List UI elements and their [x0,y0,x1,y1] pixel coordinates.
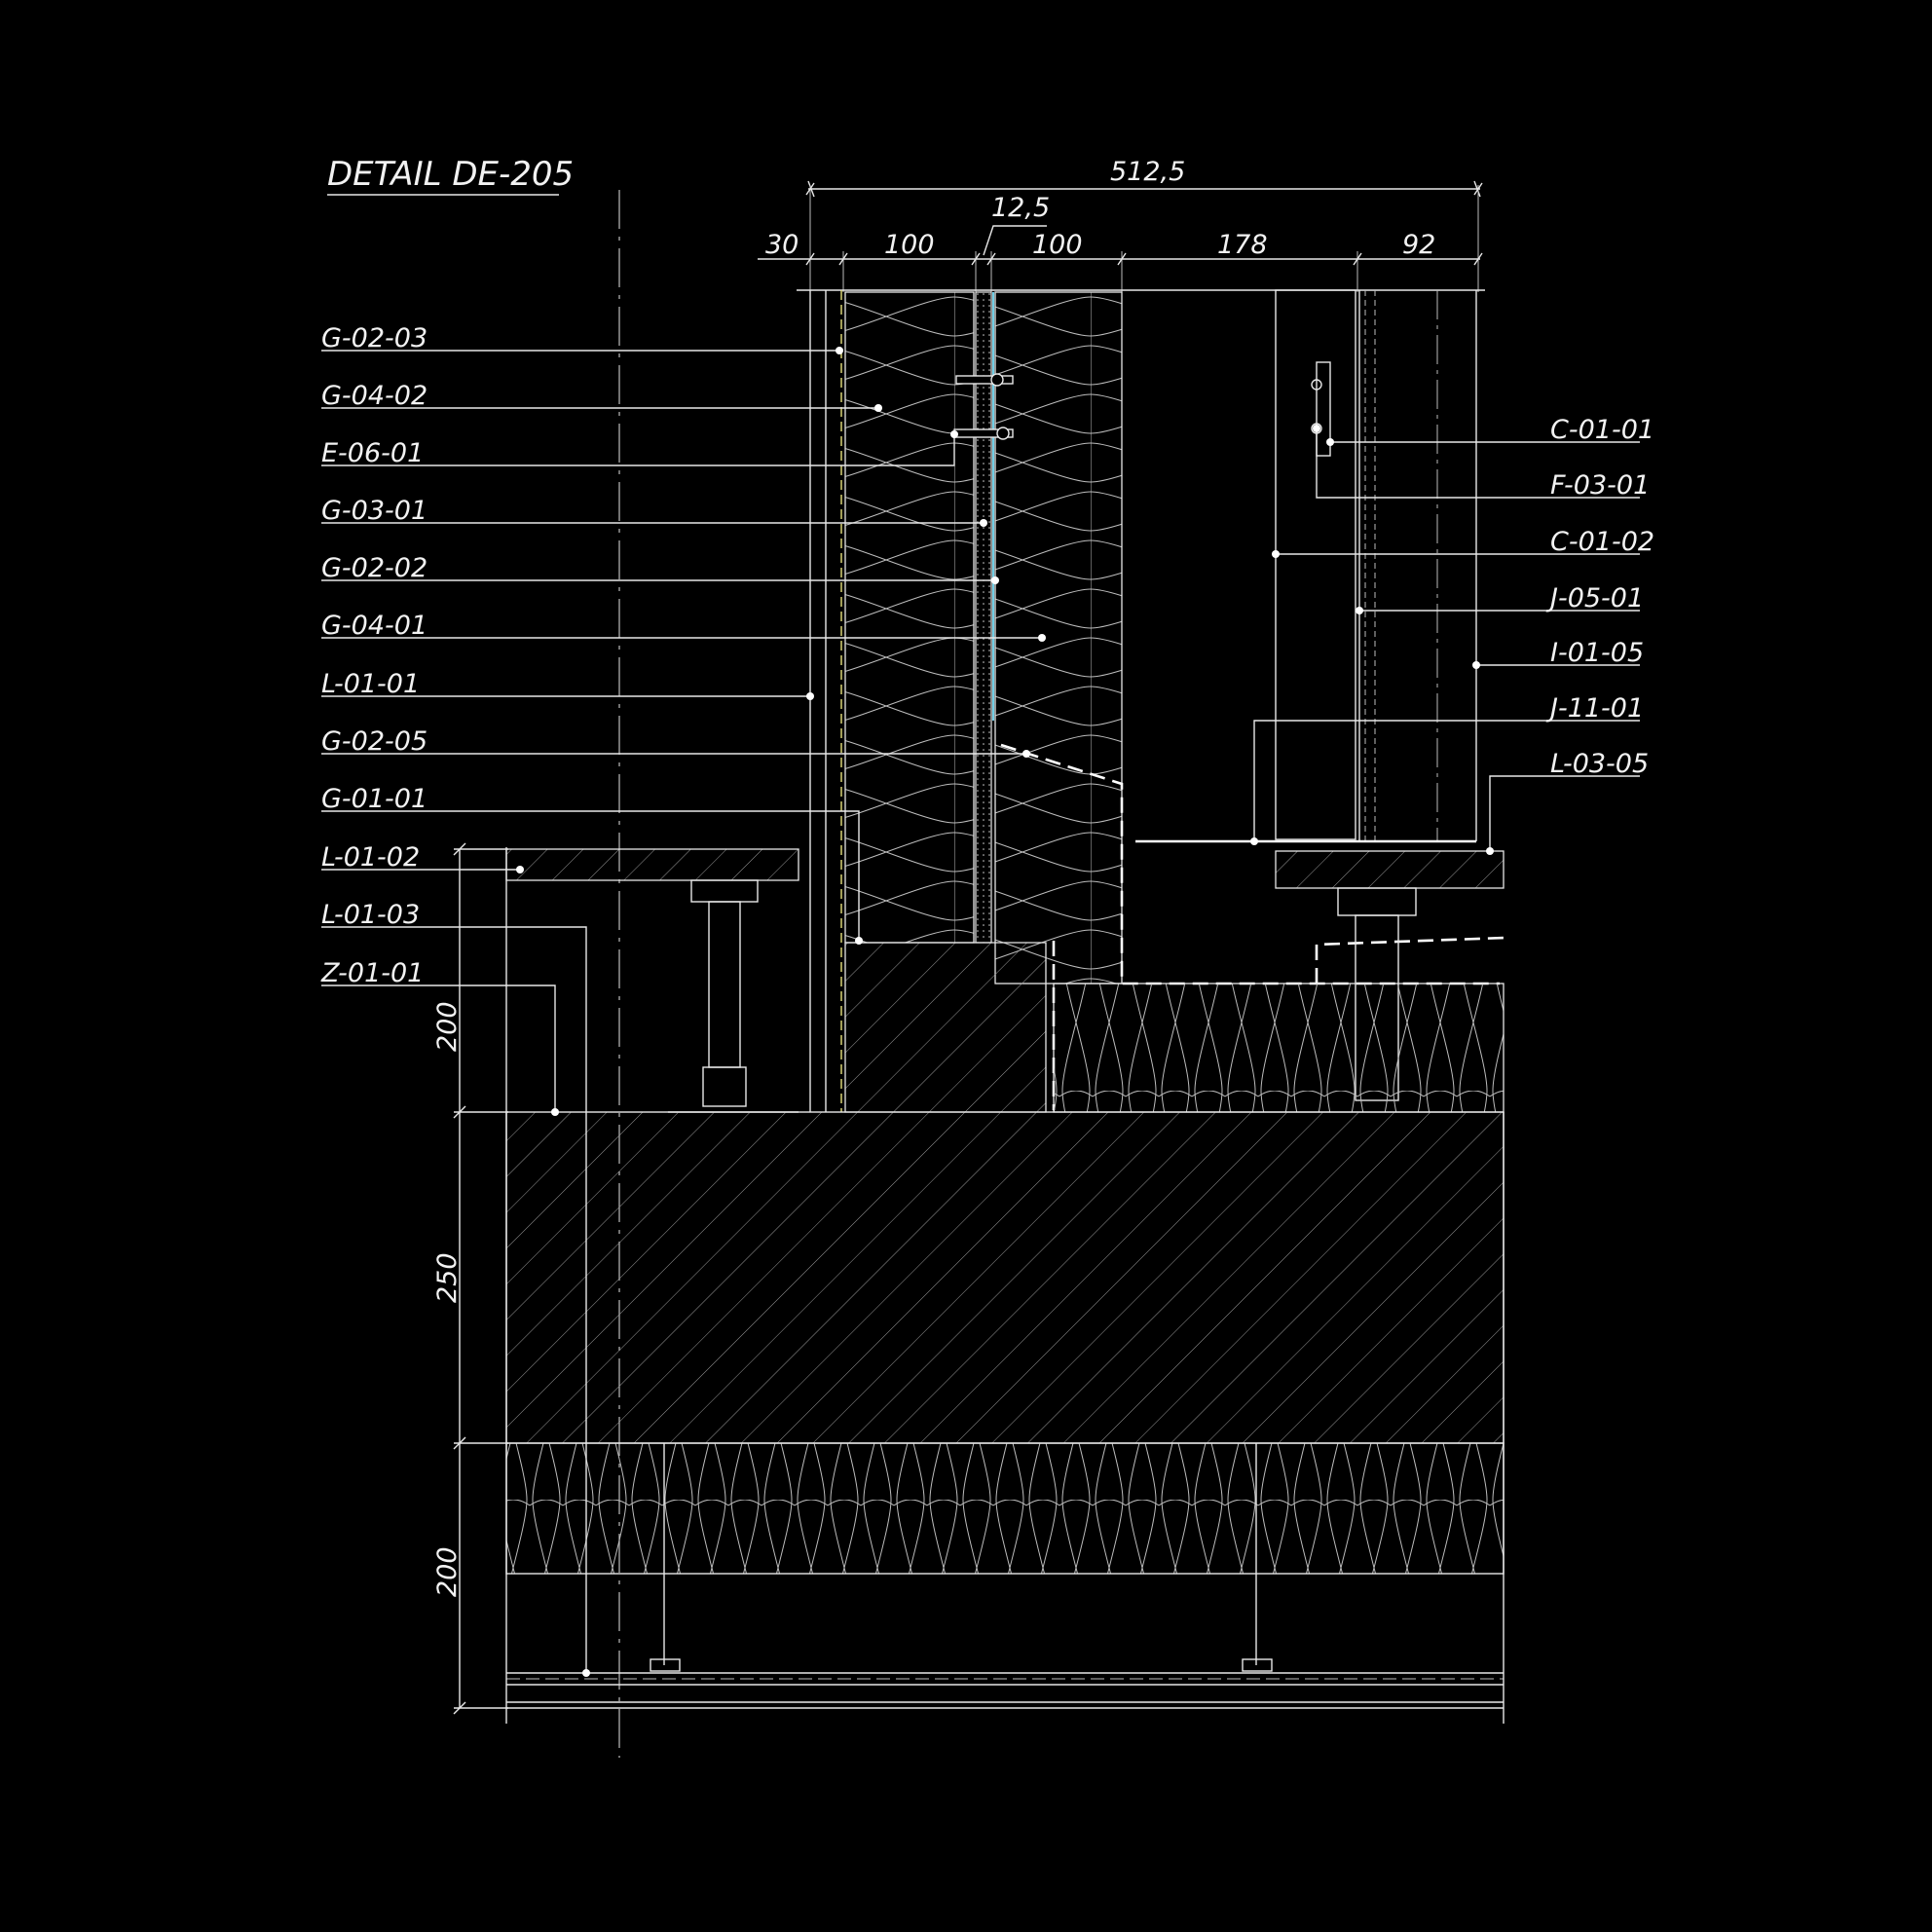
label-left-7: L-01-01 [321,669,420,699]
right-leaders [1250,425,1640,855]
dim-seg-2: 100 [884,230,935,260]
wall-insulation-inner [844,291,975,944]
label-left-11: L-01-03 [321,900,420,930]
dim-seg-5: 92 [1402,230,1435,260]
ceiling-insulation [505,1442,1505,1575]
wall-fasteners [953,373,1014,440]
detail-title: DETAIL DE-205 [327,155,574,194]
terrace-build-up [505,848,799,1113]
dim-seg-3: 100 [1032,230,1083,260]
label-left-9: G-01-01 [321,784,427,814]
dim-seg-4: 178 [1217,230,1268,260]
concrete-upstand [844,942,1047,1113]
label-left-8: G-02-05 [321,726,427,757]
label-right-4: J-05-01 [1545,583,1644,613]
label-right-5: I-01-05 [1550,638,1644,668]
suspended-ceiling [505,847,1505,1724]
left-dimension-chain [453,842,508,1715]
concrete-slab [505,1111,1505,1444]
label-left-3: E-06-01 [321,438,424,468]
label-right-3: C-01-02 [1550,527,1654,557]
label-right-6: J-11-01 [1545,693,1644,724]
floor-insulation-upper [1053,983,1505,1113]
label-left-10: L-01-02 [321,842,420,873]
label-right-2: F-03-01 [1550,470,1650,501]
label-right-1: C-01-01 [1550,415,1654,445]
label-left-5: G-02-02 [321,553,427,583]
window-frame [1275,289,1356,840]
label-right-7: L-03-05 [1550,749,1649,779]
terrace-paver [505,848,799,881]
window-sill [1275,850,1505,889]
label-left-6: G-04-01 [321,611,427,641]
label-left-4: G-03-01 [321,496,427,526]
dim-left-3: 200 [432,1546,463,1597]
label-left-12: Z-01-01 [320,958,424,988]
wall-section [797,289,1505,1113]
dim-gap: 12,5 [991,193,1050,223]
label-left-2: G-04-02 [321,381,427,411]
dim-seg-1: 30 [765,230,799,260]
top-dimension-chain [758,180,1483,292]
label-left-1: G-02-03 [321,323,427,353]
dim-overall: 512,5 [1110,157,1185,187]
wall-board [975,291,992,944]
dim-left-1: 200 [432,1001,463,1052]
left-leaders [321,347,1046,1677]
dim-left-2: 250 [432,1252,463,1303]
